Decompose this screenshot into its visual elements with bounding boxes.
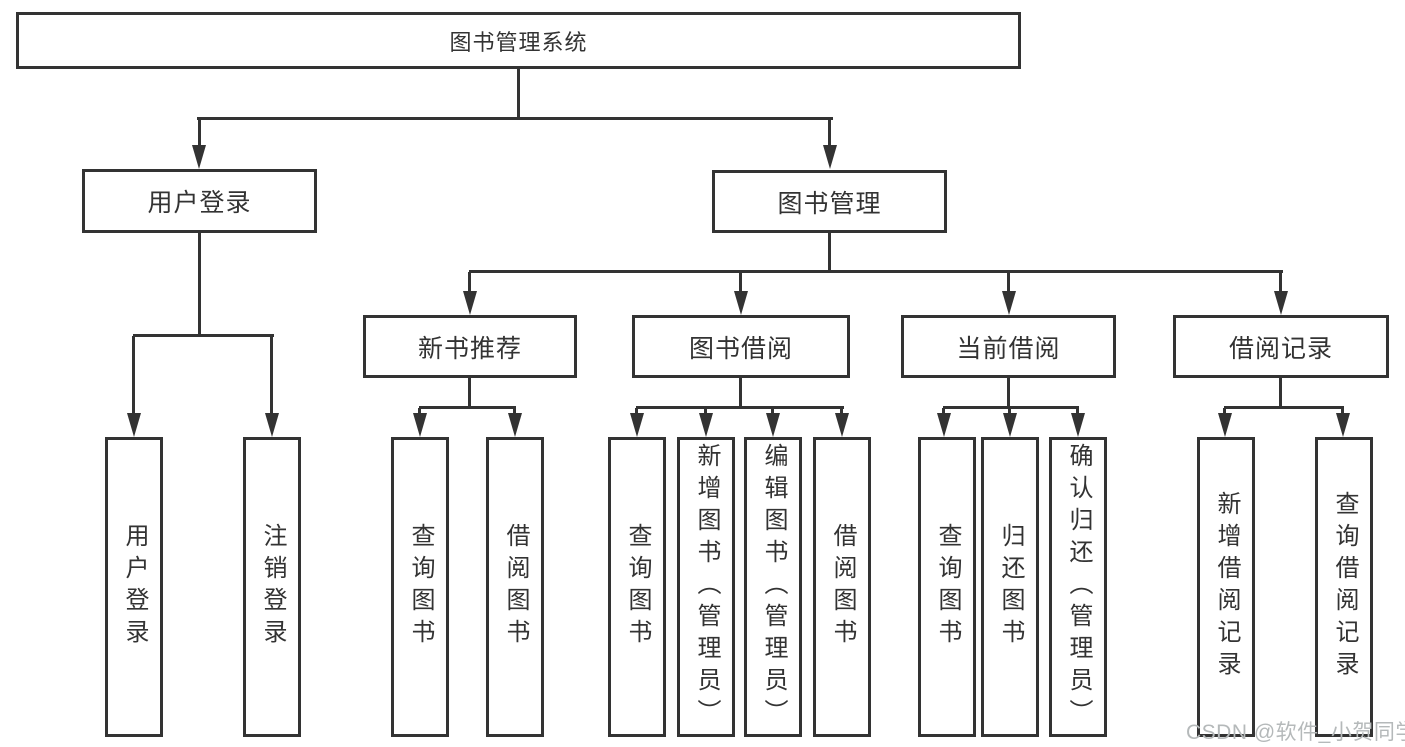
connector-drop-book-borrow <box>739 272 742 293</box>
arrow-down-nb-query <box>413 413 427 437</box>
connector-drop-br-query <box>1341 408 1344 415</box>
connector-drop-br-add <box>1223 408 1226 415</box>
connector-drop-nb-query <box>418 408 421 415</box>
leaf-cb-return-books: 归还图书 <box>981 437 1039 737</box>
leaf-bb-edit-books-admin: 编辑图书（管理员） <box>744 437 802 737</box>
connector-borrow-records-stem <box>1279 378 1282 409</box>
leaf-cb-query-books: 查询图书 <box>918 437 976 737</box>
node-label: 查询借阅记录 <box>1331 491 1358 683</box>
connector-user-login-crossbar <box>133 334 274 337</box>
connector-drop-nb-borrow <box>513 408 516 415</box>
connector-current-borrow-crossbar <box>943 406 1079 409</box>
connector-drop-book-management <box>828 119 831 148</box>
connector-book-management-stem <box>828 233 831 273</box>
node-label: 借阅图书 <box>829 523 856 651</box>
arrow-down-leaf-user-login <box>127 413 141 437</box>
connector-current-borrow-stem <box>1007 378 1010 409</box>
arrow-down-br-add <box>1218 413 1232 437</box>
connector-new-book-crossbar <box>419 406 516 409</box>
connector-drop-user-login <box>198 119 201 148</box>
node-label: 查询图书 <box>934 523 961 651</box>
connector-root-stem <box>517 68 520 119</box>
node-book-management: 图书管理 <box>712 170 947 233</box>
leaf-cb-confirm-return-admin: 确认归还（管理员） <box>1049 437 1107 737</box>
arrow-down-user-login <box>192 145 206 169</box>
node-label: 借阅记录 <box>1228 334 1333 363</box>
arrow-down-book-borrow <box>734 291 748 315</box>
connector-drop-bb-edit <box>771 408 774 415</box>
leaf-logout: 注销登录 <box>243 437 301 737</box>
leaf-nb-query-books: 查询图书 <box>391 437 449 737</box>
csdn-watermark: CSDN @软件_小贺同学 <box>1186 721 1405 744</box>
connector-drop-bb-query <box>635 408 638 415</box>
arrow-down-cb-query <box>937 413 951 437</box>
leaf-bb-add-books-admin: 新增图书（管理员） <box>677 437 735 737</box>
node-book-borrow: 图书借阅 <box>632 315 850 378</box>
arrow-down-book-management <box>823 145 837 169</box>
connector-book-management-crossbar <box>469 270 1283 273</box>
connector-book-borrow-crossbar <box>636 406 844 409</box>
node-label: 新增图书（管理员） <box>693 443 720 731</box>
connector-drop-cb-confirm <box>1076 408 1079 415</box>
connector-root-crossbar <box>197 117 833 120</box>
arrow-down-current-borrow <box>1002 291 1016 315</box>
connector-drop-leaf-user-login <box>132 336 135 413</box>
connector-drop-new-book <box>468 272 471 293</box>
leaf-br-query-record: 查询借阅记录 <box>1315 437 1373 737</box>
connector-drop-borrow-records <box>1279 272 1282 293</box>
connector-drop-leaf-logout <box>270 336 273 413</box>
connector-drop-cb-return <box>1008 408 1011 415</box>
node-label: 用户登录 <box>147 189 252 217</box>
node-label: 用户登录 <box>121 523 148 651</box>
arrow-down-bb-query <box>630 413 644 437</box>
node-label: 查询图书 <box>624 523 651 651</box>
arrow-down-bb-edit <box>766 413 780 437</box>
node-label: 借阅图书 <box>502 523 529 651</box>
arrow-down-nb-borrow <box>508 413 522 437</box>
connector-book-borrow-stem <box>739 378 742 409</box>
node-label: 查询图书 <box>407 523 434 651</box>
connector-borrow-records-crossbar <box>1224 406 1344 409</box>
node-label: 新增借阅记录 <box>1213 491 1240 683</box>
leaf-br-add-record: 新增借阅记录 <box>1197 437 1255 737</box>
connector-user-login-stem <box>198 233 201 337</box>
arrow-down-cb-confirm <box>1071 413 1085 437</box>
arrow-down-leaf-logout <box>265 413 279 437</box>
node-new-book-recommend: 新书推荐 <box>363 315 577 378</box>
node-current-borrow: 当前借阅 <box>901 315 1116 378</box>
node-label: 新书推荐 <box>417 334 522 363</box>
node-library-management-system: 图书管理系统 <box>16 12 1021 69</box>
connector-drop-bb-add <box>704 408 707 415</box>
connector-drop-cb-query <box>942 408 945 415</box>
leaf-bb-borrow-books: 借阅图书 <box>813 437 871 737</box>
node-label: 图书管理 <box>777 189 882 218</box>
connector-drop-bb-borrow <box>840 408 843 415</box>
arrow-down-bb-add <box>699 413 713 437</box>
arrow-down-bb-borrow <box>835 413 849 437</box>
node-borrow-records: 借阅记录 <box>1173 315 1389 378</box>
leaf-nb-borrow-books: 借阅图书 <box>486 437 544 737</box>
node-label: 注销登录 <box>259 523 286 651</box>
node-label: 当前借阅 <box>956 334 1061 363</box>
node-user-login: 用户登录 <box>82 169 317 233</box>
node-label: 确认归还（管理员） <box>1065 443 1092 731</box>
node-label: 归还图书 <box>997 523 1024 651</box>
connector-new-book-stem <box>468 378 471 409</box>
connector-drop-current-borrow <box>1007 272 1010 293</box>
leaf-bb-query-books: 查询图书 <box>608 437 666 737</box>
arrow-down-borrow-records <box>1274 291 1288 315</box>
node-label: 编辑图书（管理员） <box>760 443 787 731</box>
node-label: 图书管理系统 <box>449 29 588 55</box>
arrow-down-new-book <box>463 291 477 315</box>
leaf-user-login: 用户登录 <box>105 437 163 737</box>
arrow-down-cb-return <box>1003 413 1017 437</box>
arrow-down-br-query <box>1336 413 1350 437</box>
node-label: 图书借阅 <box>688 334 793 363</box>
